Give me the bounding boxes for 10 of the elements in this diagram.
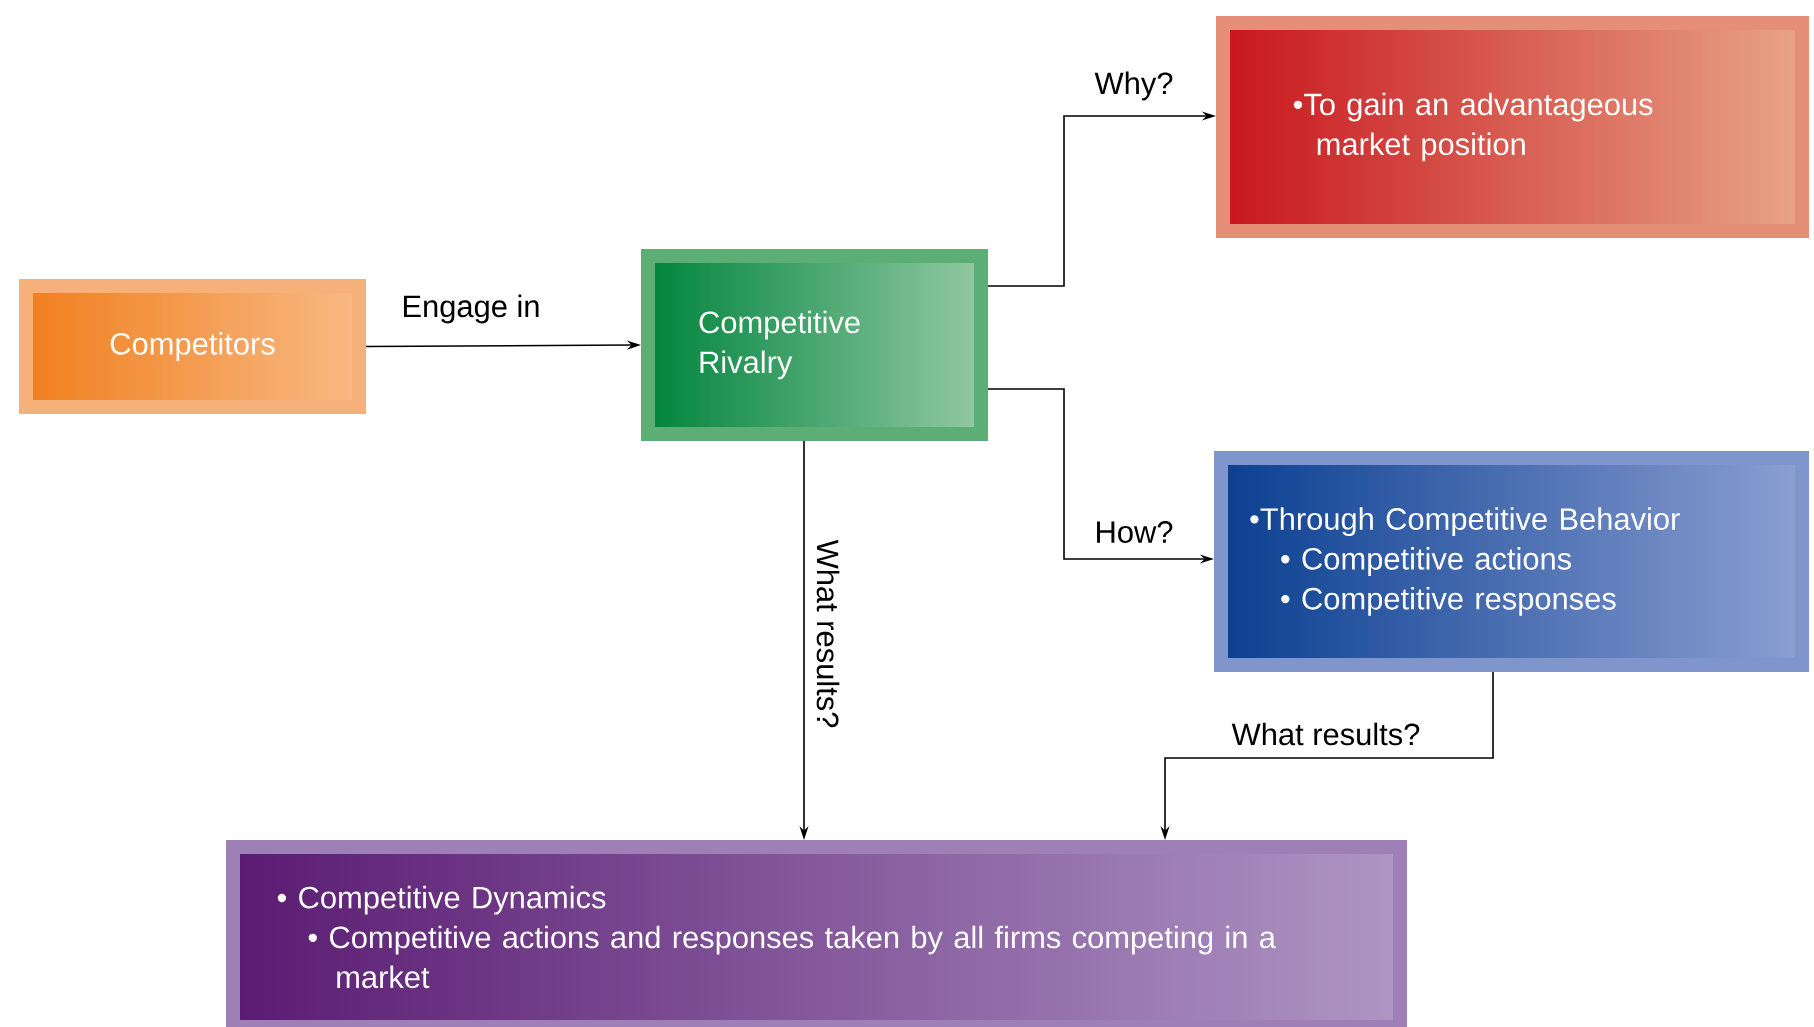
edge-label: How? [1097,521,1173,543]
process-box: Competitors [19,279,366,414]
process-box: •To gain an advantageous market position [1216,16,1810,238]
edge-label: Engage in [404,294,539,324]
edge-label: What results? [1231,722,1420,746]
edge-label: Why? [1094,71,1173,101]
process-box: Competitive Rivalry [641,249,988,441]
process-box: •Through Competitive Behavior • Competitive actions • Competitive responses [1214,451,1810,672]
edge-label: What results? [816,539,840,728]
process-box: • Competitive Dynamics • Competitive actions and responses taken by all firms competing in a market [226,840,1408,1027]
